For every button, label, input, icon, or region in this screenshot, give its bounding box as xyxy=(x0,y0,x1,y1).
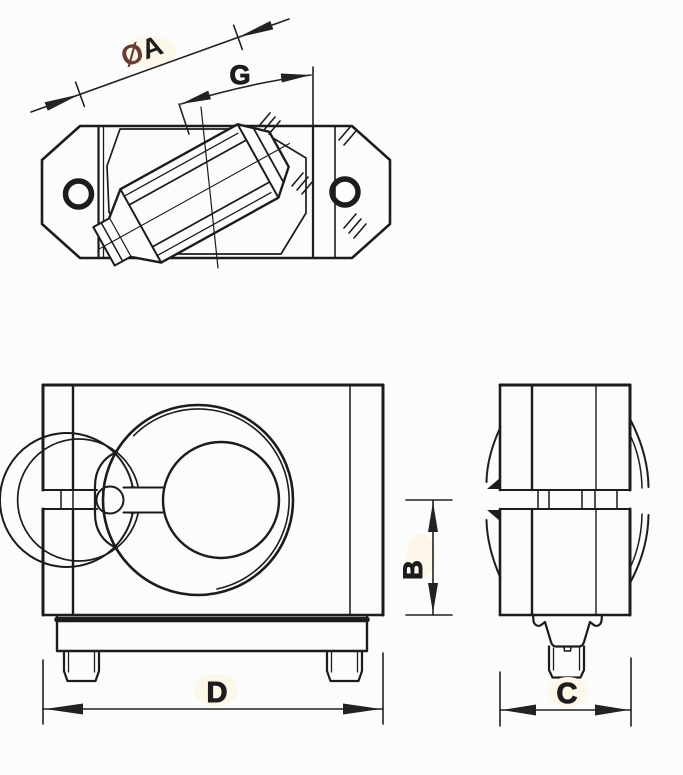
hatch-group-3 xyxy=(338,125,357,146)
side-view: C xyxy=(485,383,650,727)
dim-d-arrow-left xyxy=(45,703,83,715)
dim-a-arrow-right xyxy=(238,21,274,38)
slot-relief-hole xyxy=(95,485,125,515)
scan-smudge xyxy=(406,534,436,578)
dim-label-d: D xyxy=(207,677,228,709)
hatch-group-1 xyxy=(258,112,281,135)
hatch-marks xyxy=(258,112,367,239)
dim-c xyxy=(499,657,632,727)
left-bulge-lower-arc xyxy=(485,519,502,579)
dim-g-arrow-left xyxy=(181,90,211,104)
left-bulge-upper-wedge xyxy=(487,478,500,489)
right-bulge-upper-arc xyxy=(628,417,650,488)
dim-b-arrow-up xyxy=(428,502,438,532)
scan-smudge xyxy=(548,677,588,707)
side-slot-inner-edges xyxy=(537,489,618,510)
right-foot-inner-lines xyxy=(330,650,359,673)
front-view: B D xyxy=(0,383,453,725)
seat-ring-inner-arc xyxy=(16,438,140,562)
slot-channel xyxy=(122,486,164,514)
seat-ring-end-caps xyxy=(130,485,140,515)
dim-label-g: G xyxy=(229,60,250,90)
dim-b xyxy=(405,499,453,616)
left-bulge-lower-wedge xyxy=(487,510,500,521)
left-mounting-hole xyxy=(62,178,95,210)
transverse-centerline xyxy=(200,106,219,269)
dim-label-c: C xyxy=(557,678,578,710)
slot-inner-edges xyxy=(60,489,74,510)
prism-axis-centerline xyxy=(98,142,291,250)
prism-edge-lower xyxy=(156,191,272,257)
right-mounting-hole xyxy=(329,176,361,208)
scan-smudge xyxy=(194,674,238,706)
right-bulge-lower-arc xyxy=(628,514,650,585)
side-foot-inner-lines xyxy=(552,647,581,671)
scan-smudge xyxy=(124,36,176,68)
left-foot-inner-lines xyxy=(67,650,96,673)
side-base-notch xyxy=(563,645,572,652)
right-bulge-inner-upper-arc xyxy=(630,436,643,489)
prism-facet-lower xyxy=(151,181,271,248)
dim-label-b: B xyxy=(398,560,428,580)
hatch-group-4 xyxy=(343,213,367,239)
plate-outline xyxy=(40,124,392,260)
right-foot xyxy=(325,649,364,683)
dim-d-arrow-right xyxy=(343,703,381,715)
top-view: ØA G xyxy=(30,18,392,269)
left-bulge-upper-arc xyxy=(485,426,502,483)
dim-c-arrow-right xyxy=(595,704,629,716)
dim-a-arrow-left xyxy=(44,94,80,111)
side-base-trapezoid xyxy=(531,613,604,648)
clamp-slot xyxy=(42,489,98,510)
right-bulge-inner-lower-arc xyxy=(630,513,643,567)
dim-diameter-a xyxy=(30,18,290,113)
outer-boss-circle xyxy=(101,403,295,597)
dim-g-ext-left xyxy=(178,103,190,135)
dim-c-arrow-left xyxy=(502,704,536,716)
clamp-boss xyxy=(93,451,117,549)
outer-boss-inner-arc xyxy=(132,408,290,590)
left-foot xyxy=(62,649,101,683)
dim-b-arrow-down xyxy=(428,583,438,613)
prism-facet-upper xyxy=(128,139,248,206)
dim-d xyxy=(42,652,384,725)
side-slot xyxy=(499,489,631,510)
dim-g-arrow-right xyxy=(280,73,311,83)
seat-ring-outer-arc xyxy=(0,432,134,568)
dim-angle-g xyxy=(178,66,314,135)
prism-edge-upper xyxy=(123,132,239,197)
hatch-group-2 xyxy=(291,172,314,195)
bore-circle xyxy=(161,440,281,560)
